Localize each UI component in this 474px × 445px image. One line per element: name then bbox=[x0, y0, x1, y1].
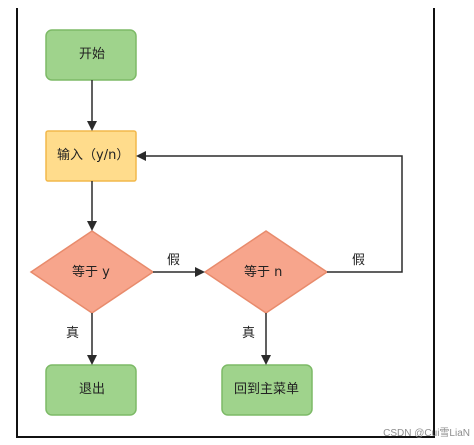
decision-n-label: 等于 n bbox=[244, 265, 283, 280]
input-label: 输入（y/n） bbox=[57, 148, 130, 163]
exit-label: 退出 bbox=[79, 382, 106, 397]
decision-y-true-label: 真 bbox=[66, 326, 80, 341]
back-menu-node bbox=[221, 364, 313, 416]
decision-y-false-label: 假 bbox=[167, 253, 181, 268]
watermark-text: CSDN @Cui雪LiaN bbox=[383, 428, 470, 439]
frame-left-border bbox=[16, 8, 18, 438]
start-label: 开始 bbox=[79, 47, 106, 62]
exit-node bbox=[45, 364, 137, 416]
start-node bbox=[45, 29, 137, 81]
frame-bottom-border bbox=[16, 436, 435, 438]
decision-n-true-label: 真 bbox=[242, 326, 256, 341]
frame-right-border bbox=[433, 8, 435, 438]
decision-n-false-label: 假 bbox=[352, 253, 366, 268]
decision-y-label: 等于 y bbox=[72, 265, 110, 280]
back-menu-label: 回到主菜单 bbox=[234, 382, 300, 397]
edge-decision-n-false-loop bbox=[136, 151, 403, 273]
